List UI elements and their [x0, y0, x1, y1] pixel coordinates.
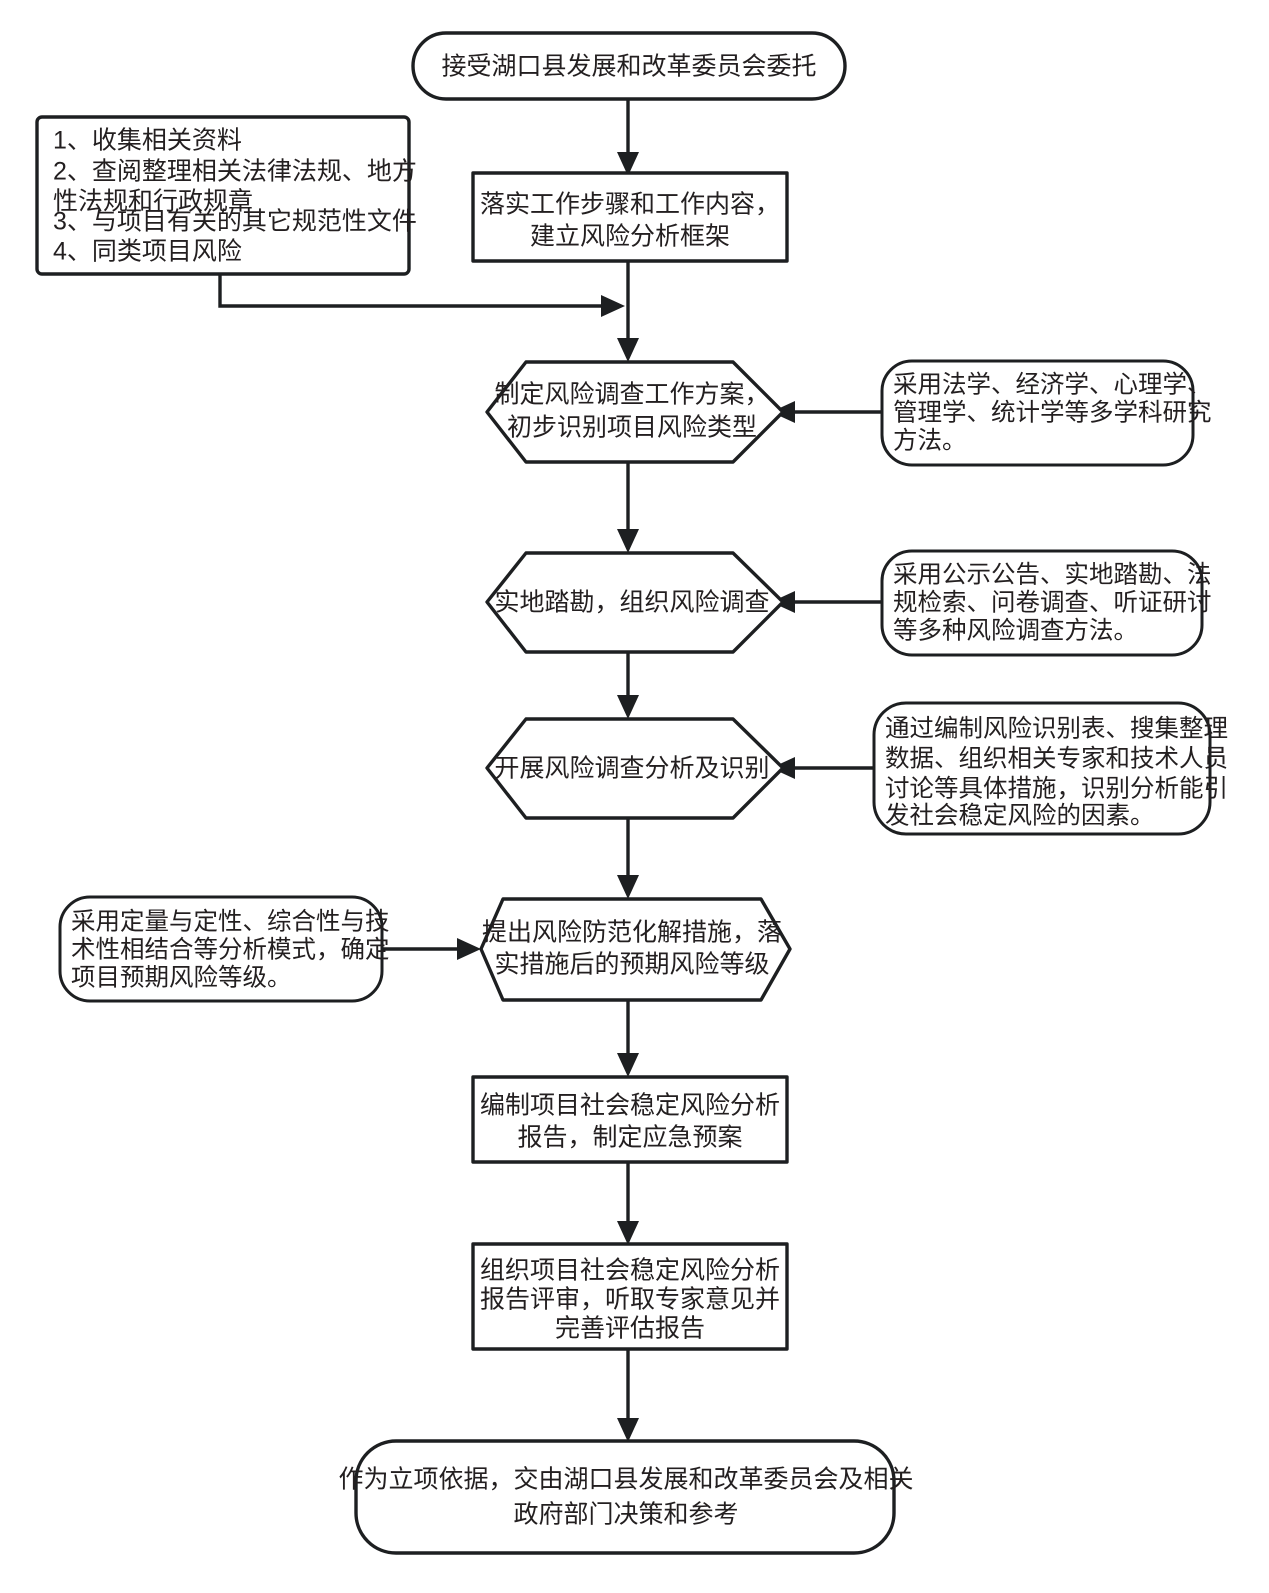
node-step-survey[interactable]: 实地踏勘，组织风险调查 — [485, 551, 785, 654]
node-step-framework-line-0: 落实工作步骤和工作内容， — [480, 191, 780, 219]
note-disciplines-shape — [880, 359, 1195, 467]
node-step-measures-shape — [479, 897, 792, 1002]
edge-report-to-review — [617, 1160, 639, 1245]
node-materials-list-line-2: 性法规和行政规章 — [53, 188, 253, 216]
node-step-report-line-0: 编制项目社会稳定风险分析 — [480, 1092, 780, 1120]
node-end[interactable]: 作为立项依据，交由湖口县发展和改革委员会及相关 政府部门决策和参考 — [338, 1439, 914, 1555]
edge-disciplines-to-plan — [771, 401, 882, 423]
edge-survey-to-identify — [617, 652, 639, 719]
edge-materials-to-spine — [218, 274, 625, 317]
node-step-review-line-1: 报告评审，听取专家意见并 — [480, 1286, 780, 1314]
edge-identifymethods-to-identify — [771, 757, 874, 779]
node-step-plan-shape — [485, 360, 785, 464]
node-start[interactable]: 接受湖口县发展和改革委员会委托 — [411, 31, 847, 101]
note-analysis-model-line-1: 术性相结合等分析模式，确定 — [71, 935, 390, 963]
edge-measures-to-report — [617, 1000, 639, 1077]
edge-review-to-end — [617, 1347, 639, 1442]
note-disciplines-line-1: 管理学、统计学等多学科研究 — [893, 398, 1212, 426]
node-step-review-shape — [471, 1242, 789, 1351]
node-step-plan-line-0: 制定风险调查工作方案， — [494, 381, 769, 409]
note-analysis-model-line-0: 采用定量与定性、综合性与技 — [71, 907, 390, 935]
edge-start-to-framework — [617, 98, 639, 176]
note-identify-methods-line-2: 讨论等具体措施，识别分析能引 — [885, 774, 1228, 802]
node-step-measures-line-0: 提出风险防范化解措施，落 — [482, 919, 782, 947]
note-analysis-model-shape — [58, 895, 384, 1003]
node-materials-list-line-0: 1、收集相关资料 — [53, 127, 242, 155]
note-disciplines-line-2: 方法。 — [893, 426, 967, 454]
note-disciplines[interactable]: 采用法学、经济学、心理学、 管理学、统计学等多学科研究 方法。 — [880, 359, 1212, 467]
node-step-identify-line-0: 开展风险调查分析及识别 — [494, 755, 769, 783]
node-step-framework-shape — [471, 171, 789, 263]
node-step-survey-line-0: 实地踏勘，组织风险调查 — [494, 589, 769, 617]
edge-surveymethods-to-survey — [771, 591, 882, 613]
node-start-line-0: 接受湖口县发展和改革委员会委托 — [441, 53, 816, 81]
note-survey-methods-line-2: 等多种风险调查方法。 — [893, 616, 1138, 644]
edge-analysismodel-to-measures — [382, 938, 481, 960]
node-materials-list[interactable]: 1、收集相关资料 2、查阅整理相关法律法规、地方 性法规和行政规章 3、与项目有… — [35, 115, 417, 276]
node-step-framework-line-1: 建立风险分析框架 — [530, 223, 730, 251]
node-step-review[interactable]: 组织项目社会稳定风险分析 报告评审，听取专家意见并 完善评估报告 — [471, 1242, 789, 1351]
node-end-line-1: 政府部门决策和参考 — [513, 1501, 738, 1529]
note-survey-methods[interactable]: 采用公示公告、实地踏勘、法 规检索、问卷调查、听证研讨 等多种风险调查方法。 — [880, 549, 1212, 657]
node-step-identify-shape — [485, 717, 785, 820]
node-end-line-0: 作为立项依据，交由湖口县发展和改革委员会及相关 — [338, 1466, 913, 1494]
node-step-framework[interactable]: 落实工作步骤和工作内容， 建立风险分析框架 — [471, 171, 789, 263]
edge-plan-to-survey — [617, 462, 639, 553]
note-identify-methods-shape — [872, 701, 1212, 836]
note-analysis-model-line-2: 项目预期风险等级。 — [71, 963, 292, 991]
note-analysis-model[interactable]: 采用定量与定性、综合性与技 术性相结合等分析模式，确定 项目预期风险等级。 — [58, 895, 390, 1003]
node-step-measures[interactable]: 提出风险防范化解措施，落 实措施后的预期风险等级 — [479, 897, 792, 1002]
node-step-plan-line-1: 初步识别项目风险类型 — [507, 414, 757, 442]
note-identify-methods-line-1: 数据、组织相关专家和技术人员 — [885, 744, 1228, 772]
note-survey-methods-shape — [880, 549, 1204, 657]
note-survey-methods-line-1: 规检索、问卷调查、听证研讨 — [893, 588, 1212, 616]
note-identify-methods-line-0: 通过编制风险识别表、搜集整理 — [885, 714, 1228, 742]
node-step-plan[interactable]: 制定风险调查工作方案， 初步识别项目风险类型 — [485, 360, 785, 464]
node-step-report-shape — [471, 1075, 789, 1164]
note-survey-methods-line-0: 采用公示公告、实地踏勘、法 — [893, 560, 1212, 588]
edge-identify-to-measures — [617, 818, 639, 899]
node-step-report-line-1: 报告，制定应急预案 — [517, 1124, 742, 1152]
edge-framework-to-plan — [617, 260, 639, 362]
node-step-report[interactable]: 编制项目社会稳定风险分析 报告，制定应急预案 — [471, 1075, 789, 1164]
note-identify-methods-line-3: 发社会稳定风险的因素。 — [885, 801, 1155, 829]
node-materials-list-line-4: 4、同类项目风险 — [53, 238, 242, 266]
node-step-identify[interactable]: 开展风险调查分析及识别 — [485, 717, 785, 820]
node-materials-list-line-3: 3、与项目有关的其它规范性文件 — [53, 208, 417, 236]
node-end-shape — [354, 1439, 896, 1555]
node-step-measures-line-1: 实措施后的预期风险等级 — [494, 951, 769, 979]
node-materials-list-shape — [35, 115, 411, 276]
node-step-survey-shape — [485, 551, 785, 654]
note-disciplines-line-0: 采用法学、经济学、心理学、 — [893, 370, 1212, 398]
node-step-review-line-0: 组织项目社会稳定风险分析 — [480, 1257, 780, 1285]
node-step-review-line-2: 完善评估报告 — [555, 1315, 705, 1343]
note-identify-methods[interactable]: 通过编制风险识别表、搜集整理 数据、组织相关专家和技术人员 讨论等具体措施，识别… — [872, 701, 1228, 836]
node-materials-list-line-1: 2、查阅整理相关法律法规、地方 — [53, 158, 417, 186]
node-start-shape — [411, 31, 847, 101]
